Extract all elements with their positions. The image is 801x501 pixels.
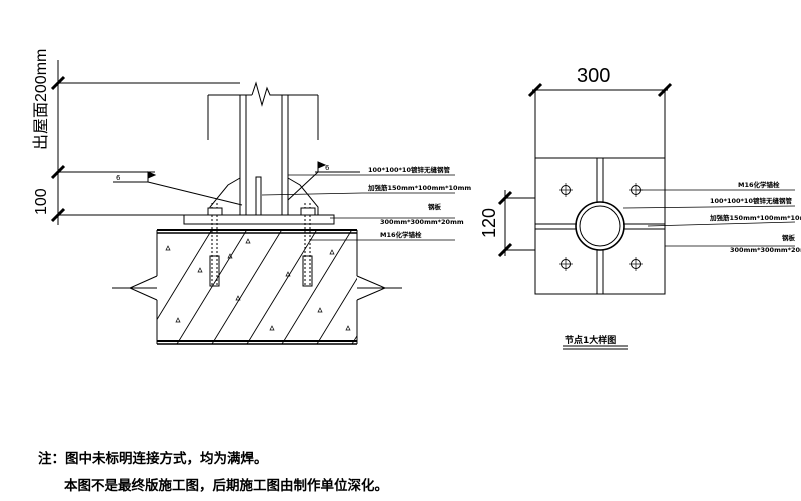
plan-bolt-holes — [559, 183, 643, 271]
weld-mark-left: 6 — [116, 174, 121, 182]
plan-width-dimension — [527, 82, 673, 158]
plan-callout-bolt: M16化学锚栓 — [738, 180, 780, 189]
note-line-2: 本图不是最终版施工图，后期施工图由制作单位深化。 — [64, 478, 388, 494]
vertical-dimension — [50, 60, 66, 225]
dim-bottom-label: 100 — [33, 188, 50, 215]
note-line-1: 注：图中未标明连接方式，均为满焊。 — [38, 451, 268, 467]
callout-pipe: 100*100*10镀锌无缝钢管 — [368, 165, 450, 174]
weld-mark-right: 6 — [325, 164, 330, 172]
anchor-bolt-left — [207, 203, 223, 287]
plan-stiffeners — [535, 158, 665, 294]
plan-dim-width: 300 — [577, 65, 610, 87]
dimension-extension-lines — [58, 82, 240, 216]
callout-bolt: M16化学锚栓 — [380, 230, 422, 239]
section-text: 出屋面200mm 100 6 6 100*100*10镀锌无缝钢管 加强筋150… — [32, 49, 471, 239]
plan-pipe-outer — [575, 201, 625, 251]
plan-text: 300 120 M16化学锚栓 100*100*10镀锌无缝钢管 加强筋150m… — [479, 65, 801, 346]
plan-caption: 节点1大样图 — [565, 334, 616, 346]
concrete-slab — [112, 229, 402, 345]
anchor-bolt-right — [300, 203, 316, 287]
plan-dim-height: 120 — [479, 208, 499, 238]
plan-callout-plate-title: 钢板 — [782, 233, 796, 242]
dim-top-label: 出屋面200mm — [32, 49, 50, 150]
plan-view — [497, 82, 796, 350]
weld-symbol-right — [287, 161, 360, 201]
plan-base-plate — [534, 157, 666, 295]
plan-leaders — [622, 189, 796, 247]
callout-plate-title: 钢板 — [428, 202, 442, 211]
plan-callout-plate-size: 300mm*300mm*20mm — [730, 246, 801, 254]
plan-caption-underline — [563, 345, 628, 350]
plan-callout-stiffener: 加强筋150mm*100mm*10mm — [709, 213, 801, 222]
plan-pipe-inner — [579, 205, 621, 247]
section-leaders — [261, 174, 455, 241]
callout-plate-size: 300mm*300mm*20mm — [380, 218, 464, 226]
plan-callout-pipe: 100*100*10镀锌无缝钢管 — [710, 196, 792, 205]
section-view — [50, 60, 455, 345]
weld-symbol-left — [113, 171, 243, 206]
plan-height-dimension — [497, 190, 535, 258]
base-plate — [183, 214, 335, 225]
callout-stiffener: 加强筋150mm*100mm*10mm — [367, 183, 471, 192]
